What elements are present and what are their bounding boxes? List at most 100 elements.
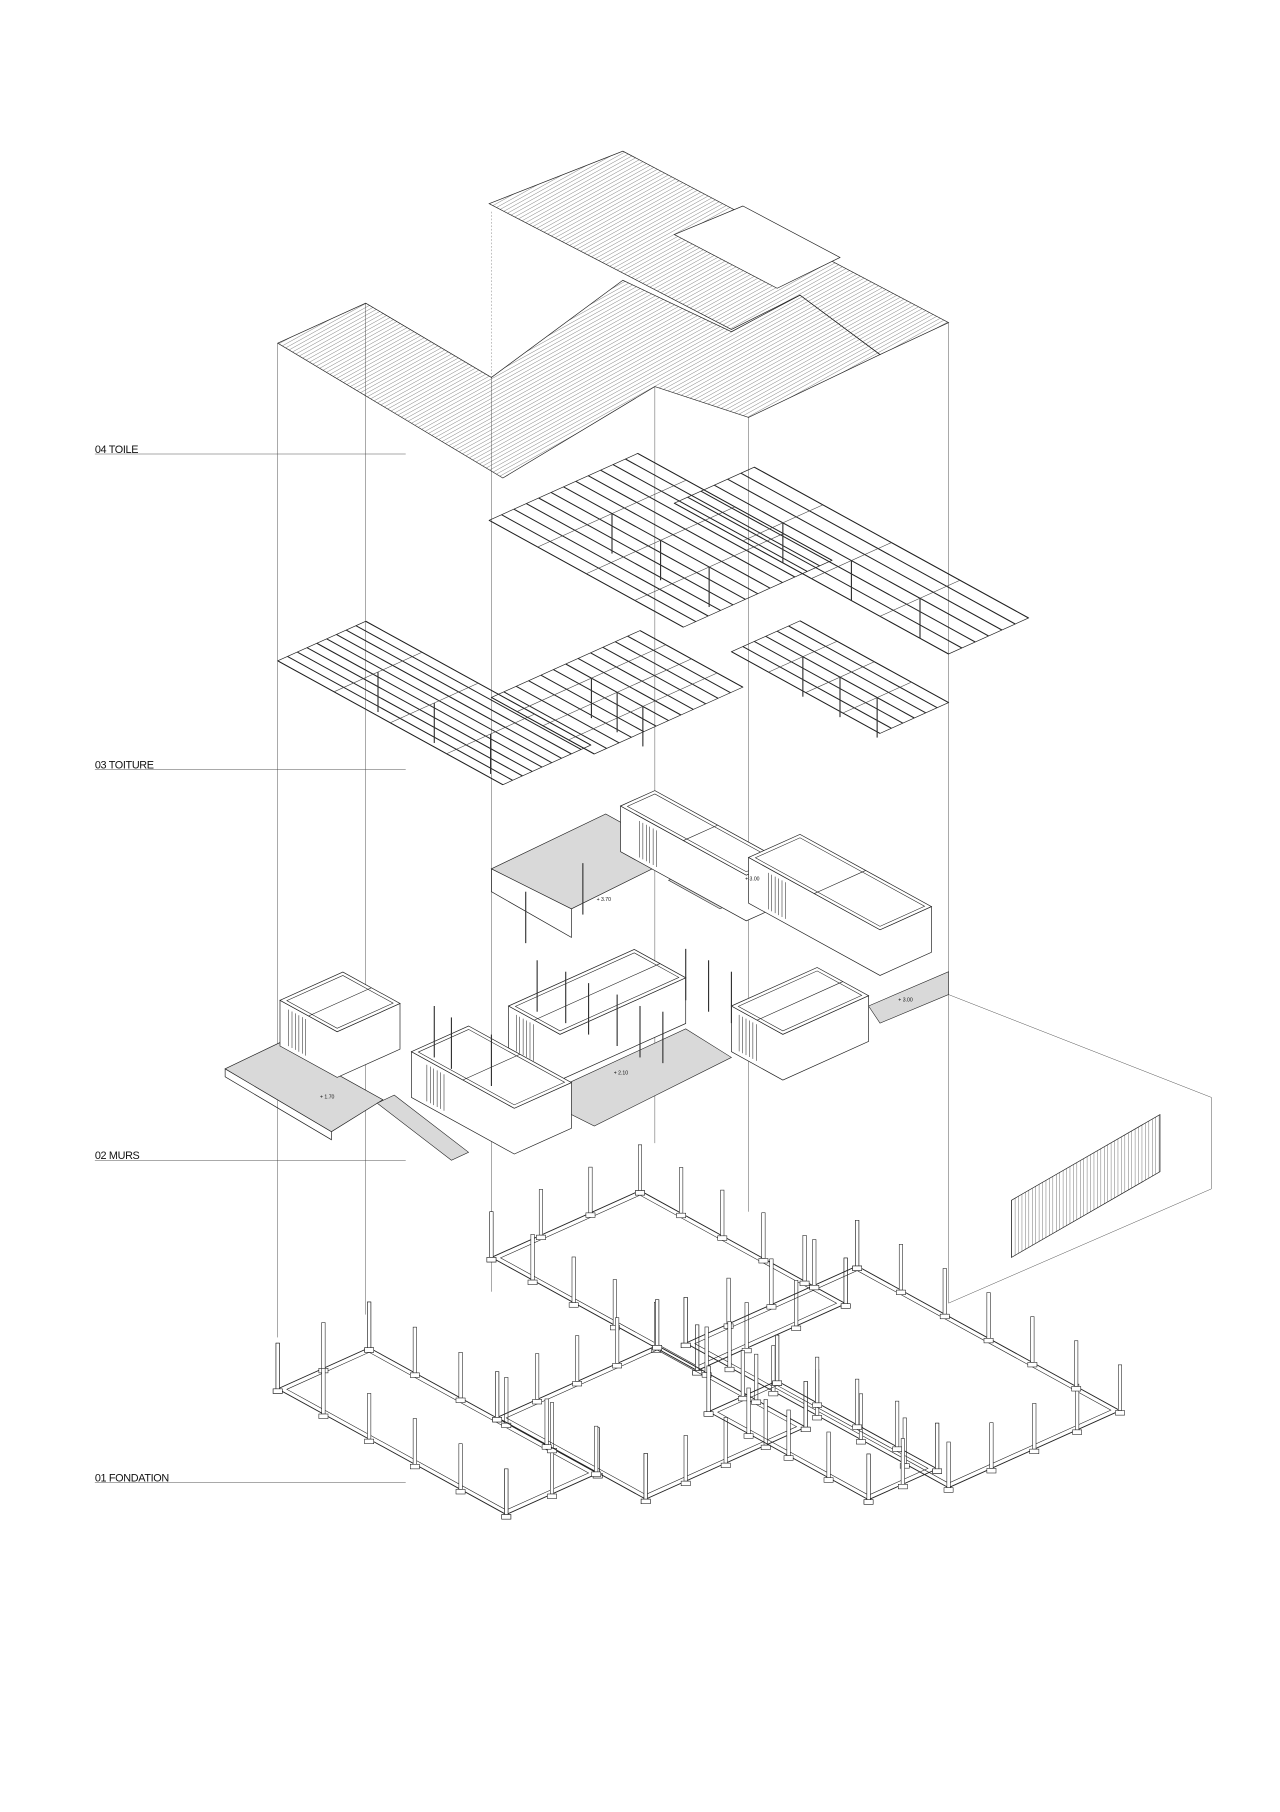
foundation-post	[761, 1212, 766, 1259]
foundation-post	[412, 1418, 417, 1465]
foundation-post	[942, 1268, 947, 1315]
footing	[532, 1399, 542, 1405]
grade-beam-inner	[717, 1385, 929, 1496]
foundation-post	[504, 1468, 509, 1515]
footing	[364, 1347, 374, 1353]
foundation-post	[769, 1258, 774, 1305]
partition-wall	[814, 870, 866, 894]
footing	[863, 1499, 874, 1505]
footing	[799, 1280, 810, 1286]
foundation-post	[594, 1425, 599, 1473]
footing	[680, 1342, 691, 1348]
footing	[364, 1438, 374, 1444]
footing	[800, 1426, 811, 1432]
footing	[455, 1489, 466, 1495]
footing	[768, 1391, 779, 1397]
footing	[1029, 1448, 1040, 1454]
grade-beam-inner	[499, 1194, 838, 1367]
foundation-post	[946, 1441, 951, 1488]
foundation-post	[794, 1280, 799, 1327]
roof-structure-level	[276, 452, 1030, 786]
roof-beam-grid	[673, 466, 1030, 655]
foundation-post	[855, 1220, 860, 1267]
foundation-post	[1118, 1364, 1122, 1411]
foundation-post	[489, 1211, 494, 1258]
footing	[1027, 1362, 1038, 1368]
lower-corridor-floor	[536, 1028, 733, 1127]
right-terrace-floor	[868, 971, 949, 1024]
level-labels: 04 TOILE 03 TOITURE 02 MURS 01 FONDATION	[95, 444, 406, 1484]
room-block	[747, 833, 933, 976]
foundation-post	[775, 1334, 780, 1382]
foundation-post	[683, 1435, 688, 1482]
roof-beam-grid	[488, 452, 833, 628]
elevation-lower-corridor: + 2.10	[614, 1071, 629, 1077]
grade-beam-inner	[286, 1351, 590, 1511]
ramp	[376, 1094, 470, 1161]
room-interior	[286, 975, 394, 1029]
foundation-post	[655, 1299, 660, 1346]
walls-level	[224, 790, 949, 1161]
footing	[640, 1498, 651, 1504]
footing	[856, 1439, 866, 1445]
room-interior	[754, 837, 926, 927]
foundation-frame	[486, 1144, 851, 1376]
foundation-post	[754, 1353, 759, 1401]
footing	[536, 1234, 546, 1240]
elevation-right-terrace: + 3.00	[898, 997, 913, 1003]
foundation-post	[935, 1422, 940, 1470]
footing	[455, 1397, 466, 1403]
purlin	[742, 504, 823, 542]
foundation-post	[504, 1377, 509, 1424]
room-interior	[514, 952, 680, 1032]
partition-wall	[308, 987, 372, 1017]
footing	[1072, 1429, 1082, 1435]
foundation-post	[986, 1292, 991, 1339]
footing	[591, 1471, 602, 1477]
foundation-post	[495, 1371, 500, 1418]
footing	[612, 1363, 622, 1369]
footing	[572, 1381, 582, 1387]
foundation-post	[550, 1402, 554, 1449]
level-label-toile: 04 TOILE	[95, 444, 138, 456]
foundation-post	[367, 1393, 372, 1440]
foundation-post	[535, 1353, 540, 1400]
partition-wall	[683, 824, 718, 841]
foundation-post	[1032, 1403, 1037, 1450]
footing	[676, 1212, 686, 1219]
footing	[318, 1413, 329, 1419]
room-block	[730, 967, 870, 1081]
grade-beam-inner	[505, 1349, 798, 1495]
footing	[609, 1325, 620, 1331]
footing	[737, 1395, 748, 1402]
footing	[812, 1402, 822, 1408]
partition-wall	[534, 963, 661, 1021]
foundation-post	[858, 1393, 863, 1440]
footing	[986, 1468, 997, 1474]
foundation-post	[575, 1335, 580, 1382]
foundation-post	[826, 1431, 831, 1478]
footing	[809, 1284, 820, 1291]
level-label-toiture: 03 TOITURE	[95, 759, 154, 771]
footing	[812, 1415, 822, 1421]
foundation-post	[726, 1277, 731, 1325]
footing	[410, 1463, 420, 1470]
foundation-post	[321, 1368, 326, 1415]
foundation-post	[321, 1322, 326, 1369]
footing	[758, 1258, 769, 1264]
grade-beam-inner	[694, 1270, 1112, 1484]
footing	[720, 1462, 731, 1468]
partition-wall	[757, 981, 843, 1021]
elevation-markers: + 3.70 + 3.00 + 3.00 + 2.10 + 1.70	[320, 876, 913, 1100]
room-interior	[737, 970, 863, 1032]
left-terrace-floor	[224, 1042, 384, 1133]
footing	[766, 1304, 777, 1310]
foundation-post	[638, 1144, 642, 1191]
foundation-post	[275, 1342, 280, 1390]
room-block	[619, 790, 782, 922]
foundation-post	[815, 1356, 820, 1404]
footing	[943, 1487, 954, 1493]
level-label-murs: 02 MURS	[95, 1150, 140, 1162]
roof-beam-grid	[490, 630, 744, 755]
